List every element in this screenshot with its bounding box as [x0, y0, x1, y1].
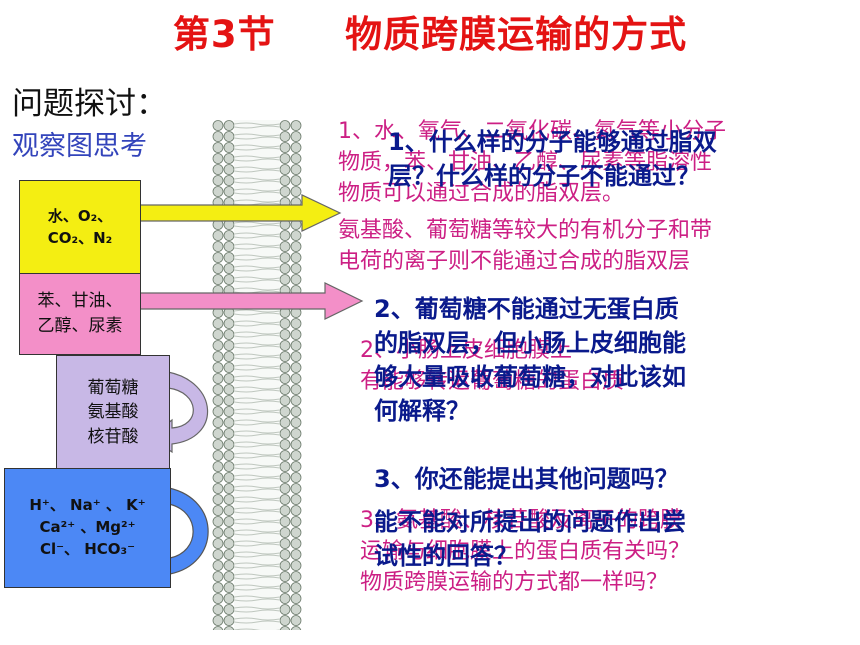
box3-line3: 核苷酸: [87, 426, 139, 447]
page-title: 第3节 物质跨膜运输的方式: [172, 13, 688, 56]
answer-3: 3、氨基酸、核苷酸及离子的跨膜 运输与细胞膜上的蛋白质有关吗？ 物质跨膜运输的方…: [360, 505, 850, 598]
section-subheading: 观察图思考: [12, 131, 147, 162]
answer-3-line3: 物质跨膜运输的方式都一样吗？: [360, 570, 669, 595]
question-2-line2: 的脂双层，但小肠上皮细胞能: [374, 329, 686, 357]
answer-2: 2、小肠上皮细胞膜上 有能够转运葡萄糖的蛋白质: [360, 335, 830, 397]
question-3-line2: 能不能对所提出的问题作出尝: [374, 508, 686, 536]
box-ions: H⁺、 Na⁺ 、 K⁺ Ca²⁺ 、Mg²⁺ Cl⁻、 HCO₃⁻: [4, 468, 171, 588]
section-heading: 问题探讨：: [12, 86, 167, 122]
question-1: 1、什么样的分子能够通过脂双 层？什么样的分子不能通过？: [388, 125, 838, 193]
box2-line1: 苯、甘油、: [37, 291, 123, 312]
answer-2-line1: 2、小肠上皮细胞膜上: [360, 338, 572, 363]
answer-3-line2: 运输与细胞膜上的蛋白质有关吗？: [360, 539, 691, 564]
box1-line2: CO₂、N₂: [47, 228, 113, 247]
box3-line2: 氨基酸: [87, 402, 139, 423]
box3-line1: 葡萄糖: [87, 377, 139, 398]
question-2-line1: 2、葡萄糖不能通过无蛋白质: [374, 295, 679, 323]
box2-line2: 乙醇、尿素: [37, 316, 123, 336]
box-small-molecules: 水、O₂、 CO₂、N₂: [19, 180, 141, 275]
answer-1-line4: 氨基酸、葡萄糖等较大的有机分子和带: [338, 218, 713, 243]
answer-1-line2: 物质，苯、甘油、乙醇、尿素等脂溶性: [338, 150, 713, 175]
answer-3-line1: 3、氨基酸、核苷酸及离子的跨膜: [360, 508, 682, 533]
question-3-line1: 3、你还能提出其他问题吗？: [374, 465, 679, 493]
box-lipid-soluble: 苯、甘油、 乙醇、尿素: [19, 273, 141, 355]
answer-1-line5: 电荷的离子则不能通过合成的脂双层: [338, 249, 691, 274]
lipid-bilayer-diagram: [212, 120, 302, 630]
box4-line3: Cl⁻、 HCO₃⁻: [39, 539, 136, 558]
question-2-line3: 够大量吸收葡萄糖，对此该如: [374, 363, 686, 391]
question-3-line3: 试性的回答？: [374, 542, 518, 570]
question-1-line1: 1、什么样的分子能够通过脂双: [388, 128, 717, 156]
box4-line2: Ca²⁺ 、Mg²⁺: [39, 518, 136, 537]
answer-1-part-b: 氨基酸、葡萄糖等较大的有机分子和带 电荷的离子则不能通过合成的脂双层: [338, 215, 848, 277]
box1-line1: 水、O₂、: [47, 206, 113, 225]
answer-1-line1: 1、水、氧气、二氧化碳、氮气等小分子: [338, 119, 726, 144]
question-2-line4: 何解释？: [374, 397, 470, 425]
answer-1-part-a: 1、水、氧气、二氧化碳、氮气等小分子 物质，苯、甘油、乙醇、尿素等脂溶性 物质可…: [338, 116, 848, 209]
box4-line1: H⁺、 Na⁺ 、 K⁺: [29, 496, 146, 515]
answer-1-line3: 物质可以通过合成的脂双层。: [338, 181, 625, 206]
question-2: 2、葡萄糖不能通过无蛋白质 的脂双层，但小肠上皮细胞能 够大量吸收葡萄糖，对此该…: [374, 292, 834, 428]
box-organic-molecules: 葡萄糖 氨基酸 核苷酸: [56, 355, 170, 470]
question-3-rest: 能不能对所提出的问题作出尝 试性的回答？: [374, 505, 814, 573]
answer-2-line2: 有能够转运葡萄糖的蛋白质: [360, 369, 625, 394]
question-1-line2: 层？什么样的分子不能通过？: [388, 162, 700, 190]
